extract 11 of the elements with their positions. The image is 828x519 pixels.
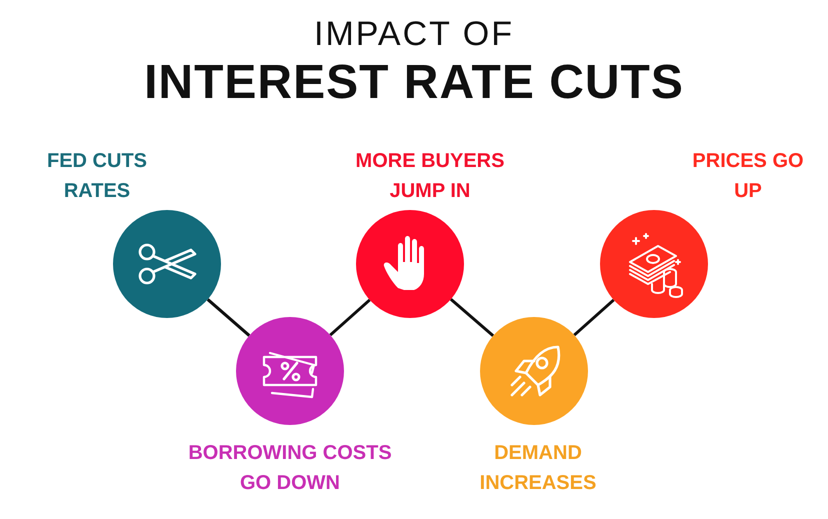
connector-line	[450, 298, 494, 337]
title: IMPACT OF	[313, 14, 515, 54]
connector-line	[206, 298, 250, 337]
step-label: BORROWING COSTS GO DOWN	[187, 441, 393, 496]
step-label: MORE BUYERS JUMP IN	[354, 149, 506, 204]
connector-line	[329, 298, 371, 336]
step-label: DEMAND INCREASES	[478, 441, 598, 496]
heading: INTEREST RATE CUTS	[143, 56, 685, 110]
step-label: PRICES GO UP	[691, 149, 805, 204]
connector-line	[573, 298, 615, 336]
step-label: FED CUTS RATES	[46, 149, 148, 204]
